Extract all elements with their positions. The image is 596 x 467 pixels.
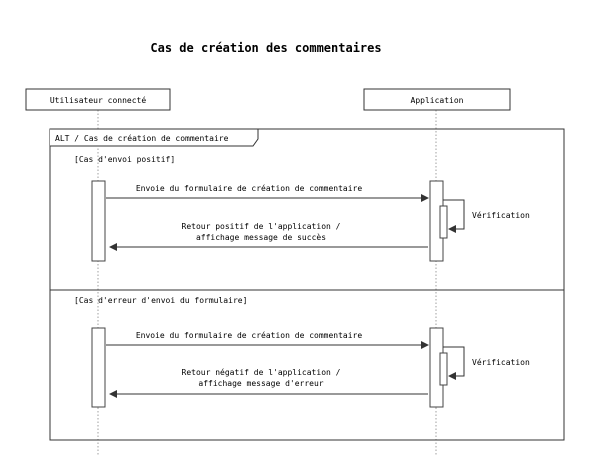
- alt-frame-tab: [50, 128, 259, 147]
- self-arrow-1: [443, 199, 465, 233]
- app-self-activation-1: [439, 205, 448, 239]
- request-label-2: Envoie du formulaire de création de comm…: [136, 330, 363, 340]
- user-activation-2: [91, 327, 106, 408]
- participant-user-label: Utilisateur connecté: [50, 95, 147, 105]
- app-self-activation-2: [439, 352, 448, 386]
- self-label-1: Vérification: [472, 210, 530, 220]
- response-label-2b: affichage message d'erreur: [198, 379, 323, 388]
- alt-frame-label: ALT / Cas de création de commentaire: [55, 133, 229, 143]
- response-label-1b: affichage message de succès: [196, 232, 326, 242]
- diagram-title: Cas de création des commentaires: [150, 41, 381, 55]
- participant-user-box: [25, 88, 171, 111]
- self-arrow-2: [443, 346, 465, 380]
- response-label-2a: Retour négatif de l'application /: [182, 367, 341, 377]
- participant-app-box: [363, 88, 511, 111]
- alt-frame: [49, 128, 565, 441]
- guard-positive: [Cas d'envoi positif]: [74, 155, 175, 164]
- self-label-2: Vérification: [472, 357, 530, 367]
- user-activation-1: [91, 180, 106, 262]
- response-label-1a: Retour positif de l'application /: [182, 222, 341, 231]
- guard-error: [Cas d'erreur d'envoi du formulaire]: [74, 296, 247, 305]
- request-label-1: Envoie du formulaire de création de comm…: [136, 183, 363, 193]
- participant-app-label: Application: [411, 96, 464, 105]
